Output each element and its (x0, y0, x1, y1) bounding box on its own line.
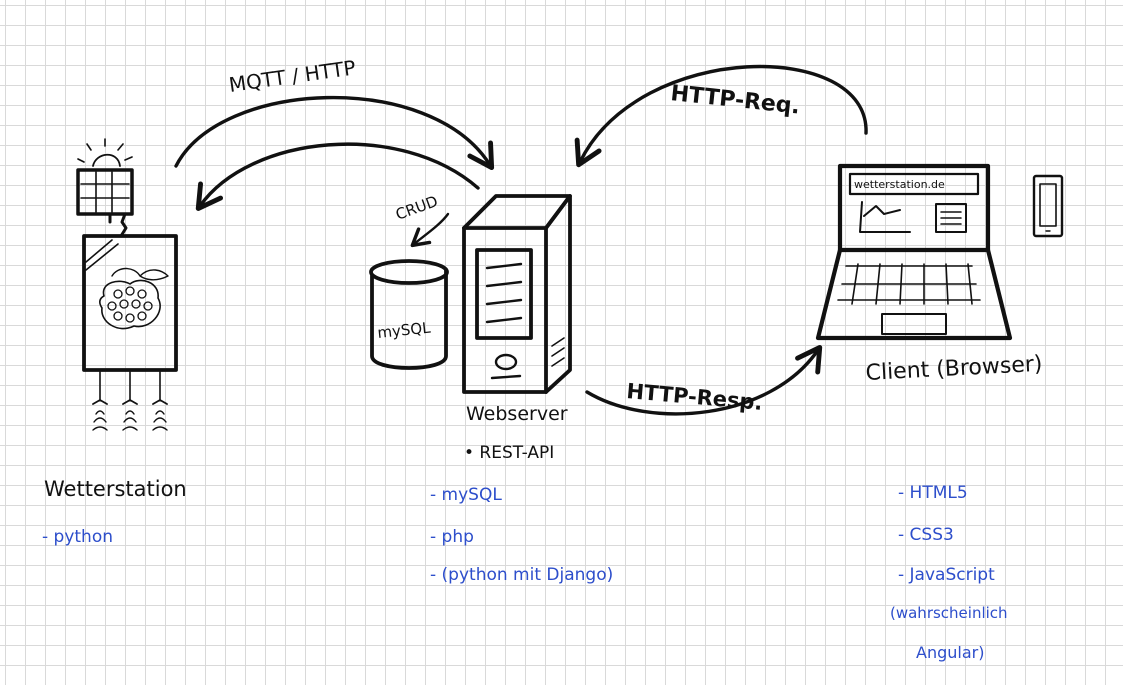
laptop-url: wetterstation.de (854, 178, 945, 191)
client-note-1: - HTML5 (898, 483, 968, 503)
crud-arrow (410, 212, 450, 248)
http-request-arrow (574, 64, 868, 168)
sensor-icons (92, 371, 168, 431)
mqtt-http-label: MQTT / HTTP (227, 55, 357, 97)
laptop-icon: wetterstation.de (815, 163, 1013, 341)
weather-station (76, 138, 178, 431)
http-resp-label: HTTP-Resp. (626, 379, 764, 415)
server-icon (462, 194, 572, 394)
solar-panel-icon (76, 168, 134, 238)
client-note-2: - CSS3 (898, 525, 954, 545)
webserver-title: Webserver (466, 403, 568, 425)
raspberry-pi-box (82, 234, 178, 372)
client-note-3: - JavaScript (898, 565, 995, 585)
client-note-5: Angular) (916, 643, 984, 662)
phone-icon (1032, 174, 1064, 238)
database-label: mySQL (377, 318, 432, 342)
webserver-subtitle: • REST-API (464, 443, 554, 463)
sun-icon (77, 138, 133, 167)
http-req-label: HTTP-Req. (669, 81, 801, 119)
client-title: Client (Browser) (865, 352, 1043, 386)
webserver-note-3: - (python mit Django) (430, 565, 613, 585)
crud-label: CRUD (393, 192, 440, 224)
raspberry-icon (99, 267, 169, 330)
http-response-arrow (585, 345, 823, 416)
webserver-note-2: - php (430, 527, 474, 547)
mqtt-arrow-to-server (174, 95, 495, 171)
weatherstation-title: Wetterstation (44, 477, 187, 501)
client-note-4: (wahrscheinlich (890, 604, 1008, 622)
database-icon: mySQL (369, 259, 449, 370)
webserver-note-1: - mySQL (430, 485, 502, 505)
weatherstation-note: - python (42, 527, 113, 547)
arrow-server-to-station (195, 142, 480, 211)
